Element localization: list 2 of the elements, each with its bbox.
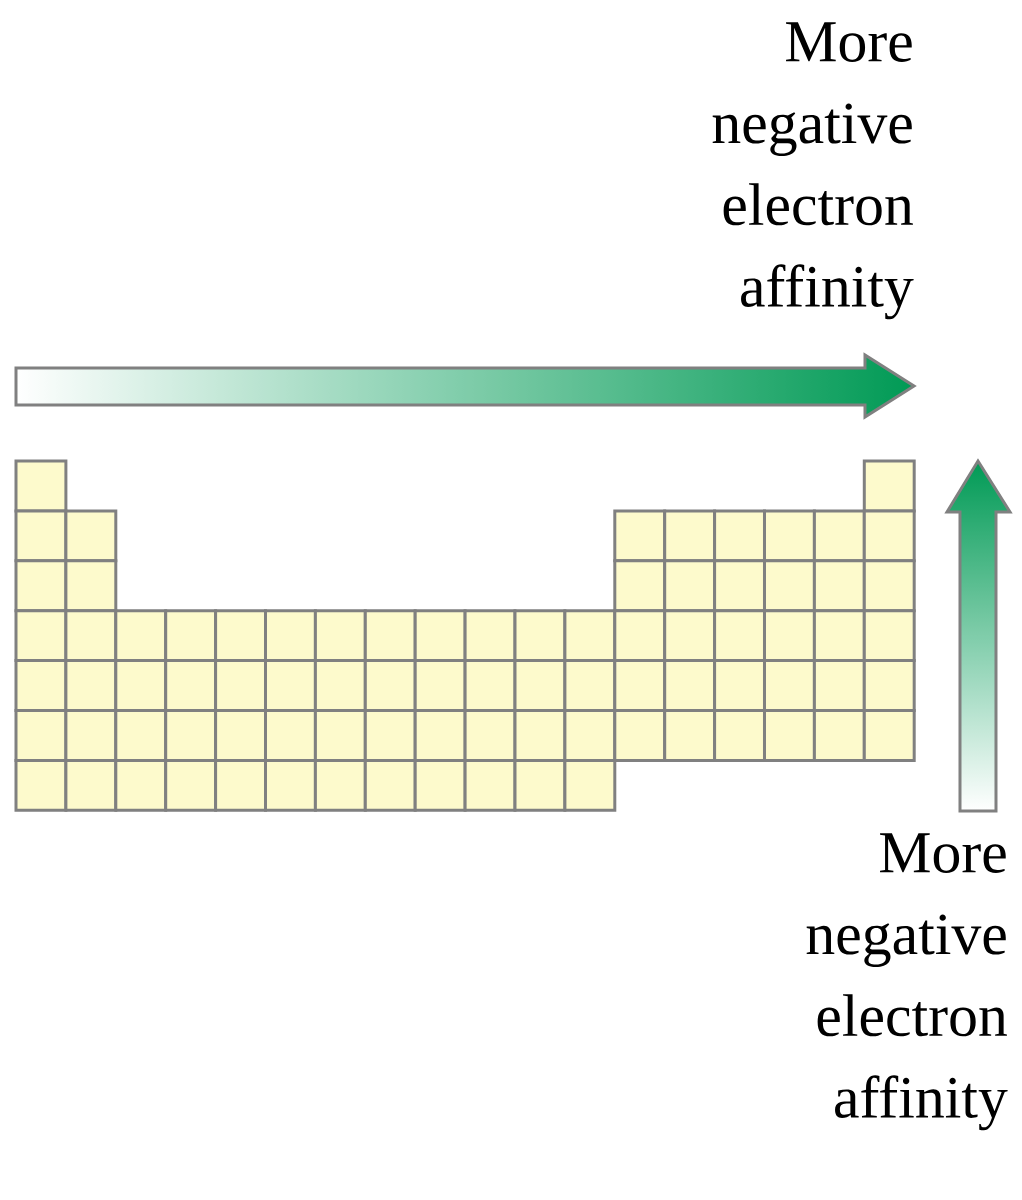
trend-label: More negative electron affinity <box>806 833 1008 1131</box>
trend-label: More negative electron affinity <box>712 22 914 320</box>
